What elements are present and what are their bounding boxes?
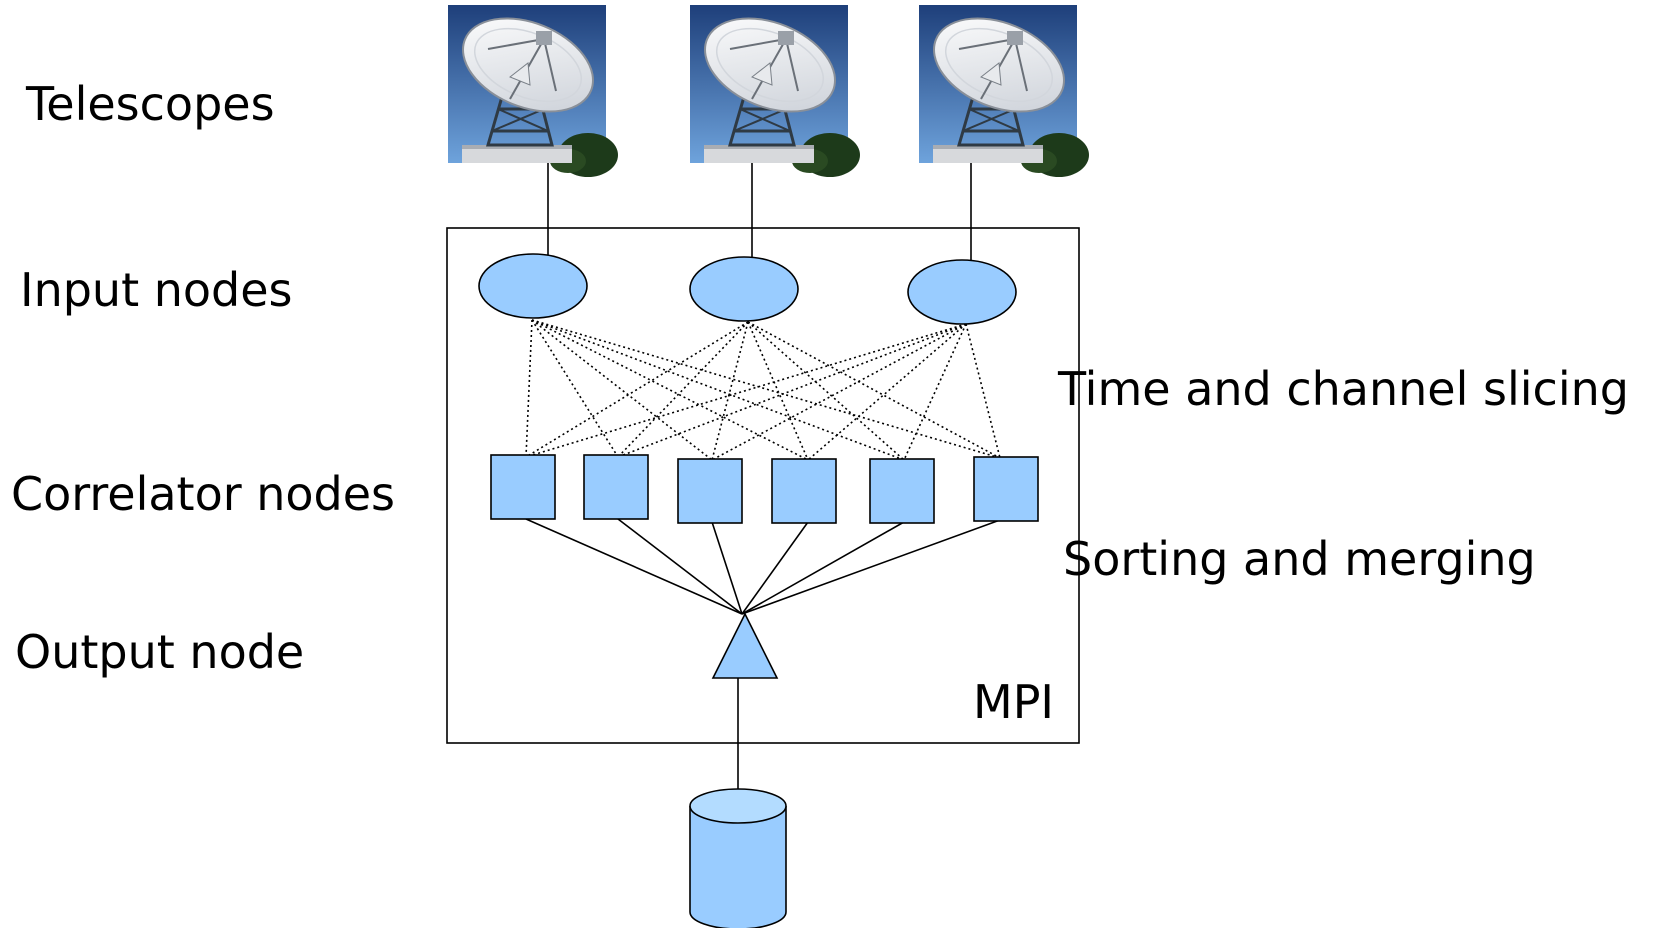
merging-link (741, 521, 809, 615)
slicing-link (711, 321, 749, 461)
merging-link (741, 519, 1001, 615)
radio-telescope-dish-icon (917, 0, 1091, 179)
slicing-link (531, 319, 905, 461)
correlator-node (583, 454, 649, 520)
input-node (689, 256, 799, 322)
slicing-link (525, 321, 749, 458)
correlator-node (490, 454, 556, 520)
slicing-link (747, 321, 809, 461)
telescope-links (547, 162, 972, 262)
slicing-link (525, 323, 967, 458)
radio-telescope-dish-icon (446, 0, 620, 179)
correlator-nodes-label: Correlator nodes (11, 467, 395, 521)
slicing-link (747, 321, 1001, 459)
slicing-link (617, 321, 749, 458)
slicing-link (747, 321, 905, 461)
slicing-link (531, 319, 713, 461)
input-node (478, 253, 588, 319)
telescopes-label: Telescopes (25, 77, 275, 131)
mpi-label: MPI (973, 675, 1054, 729)
mpi-container (446, 227, 1080, 744)
merging-link (741, 521, 905, 615)
correlator-node (771, 458, 837, 524)
slicing-link (525, 319, 533, 458)
slicing-stage-label: Time and channel slicing (1057, 362, 1629, 416)
output-node-label: Output node (15, 625, 304, 679)
slicing-link (531, 319, 809, 461)
slicing-link (965, 323, 1001, 459)
input-node (907, 259, 1017, 325)
slicing-link (531, 319, 619, 458)
radio-telescope-dish-icon (688, 0, 862, 179)
slicing-link (531, 319, 1001, 459)
slicing-link (711, 323, 967, 461)
correlator-node (677, 458, 743, 524)
merging-link (711, 521, 743, 615)
input-node-row (478, 253, 1017, 325)
slicing-link (807, 323, 967, 461)
input-nodes-label: Input nodes (20, 263, 293, 317)
database-cylinder-icon (689, 788, 787, 928)
merging-links (525, 518, 1001, 615)
merging-stage-label: Sorting and merging (1063, 532, 1536, 586)
correlator-node (869, 458, 935, 524)
output-node-triangle (711, 612, 779, 679)
merging-link (525, 518, 743, 615)
merging-link (617, 518, 743, 615)
slicing-link (617, 323, 967, 458)
correlator-node (973, 456, 1039, 522)
slicing-mesh (525, 319, 1001, 461)
correlator-node-row (490, 454, 1039, 524)
telescope-row (446, 0, 1091, 179)
storage-top (689, 788, 787, 824)
